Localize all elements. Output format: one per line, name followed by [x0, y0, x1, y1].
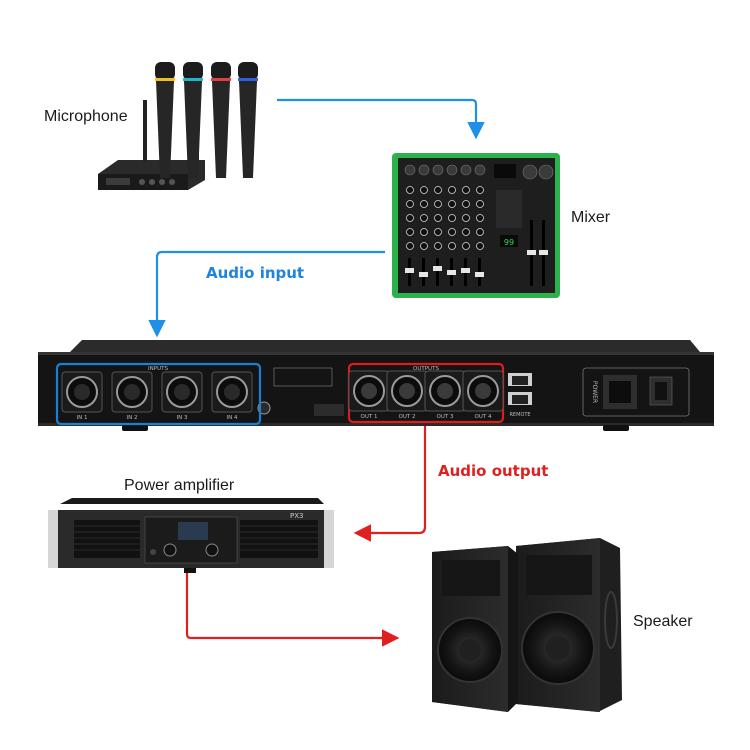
output-jack	[424, 370, 466, 412]
mixer-to-processor-arrow	[148, 250, 385, 338]
audio-input-label: Audio input	[206, 264, 305, 282]
speaker-label: Speaker	[633, 613, 693, 630]
output-port-label: OUT 4	[475, 414, 492, 420]
microphone-image	[98, 62, 258, 190]
mixer-label: Mixer	[571, 209, 611, 226]
input-port-label: IN 3	[177, 415, 188, 421]
power-amplifier-label: Power amplifier	[124, 477, 235, 494]
outputs-title: OUTPUTS	[413, 366, 439, 372]
output-port-label: OUT 3	[437, 414, 454, 420]
input-jack	[111, 371, 153, 413]
mic-to-mixer-arrow	[277, 98, 485, 140]
outputs-panel: OUTPUTS OUT 1 OUT 2 OUT 3 OUT 4	[347, 362, 505, 424]
output-port-label: OUT 1	[361, 414, 378, 420]
input-port-label: IN 2	[127, 415, 138, 421]
processor-to-amplifier-arrow	[353, 424, 427, 542]
remote-ports: REMOTE	[508, 373, 532, 418]
inputs-panel: INPUTS IN 1 IN 2 IN 3 IN 4	[55, 362, 262, 426]
power-amplifier-image: PX3	[48, 498, 334, 573]
power-section: POWER	[582, 367, 690, 417]
input-jack	[211, 371, 253, 413]
remote-label: REMOTE	[509, 412, 530, 418]
power-label: POWER	[591, 381, 598, 403]
output-port-label: OUT 2	[399, 414, 416, 420]
output-jack	[348, 370, 390, 412]
inputs-title: INPUTS	[148, 366, 168, 372]
input-port-label: IN 4	[227, 415, 238, 421]
audio-output-label: Audio output	[438, 462, 549, 480]
input-jack	[161, 371, 203, 413]
output-jack	[462, 370, 504, 412]
speaker-image	[432, 538, 622, 712]
microphone-label: Microphone	[44, 108, 128, 125]
output-jack	[386, 370, 428, 412]
svg-text:99: 99	[504, 238, 514, 247]
mixer-image: 99	[392, 153, 560, 298]
input-jack	[61, 371, 103, 413]
amplifier-to-speaker-arrow	[185, 573, 400, 647]
amplifier-model-text: PX3	[290, 512, 303, 520]
input-port-label: IN 1	[77, 415, 88, 421]
